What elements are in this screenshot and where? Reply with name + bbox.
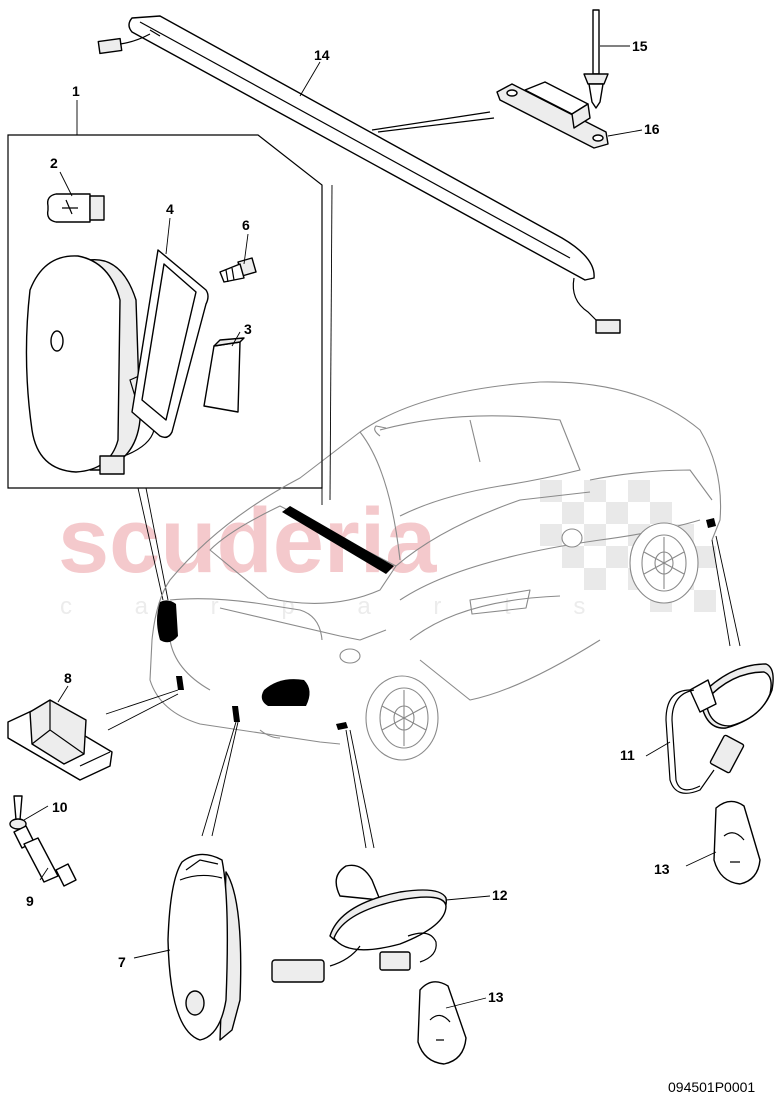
part-2-bulb [46,193,105,223]
diagram-reference-number: 094501P0001 [668,1079,755,1095]
callout-labels: 1 2 3 4 6 7 8 9 10 11 12 13 13 14 15 16 [26,38,670,1005]
part-11-side-marker [665,663,774,794]
callout-10: 10 [52,799,68,815]
callout-2: 2 [50,155,58,171]
part-4-gasket [131,249,209,439]
callout-6: 6 [242,217,250,233]
part-10-screw [9,795,27,830]
callout-15: 15 [632,38,648,54]
highlight-side-marker-rear [336,722,348,730]
part-12-side-marker [271,864,447,983]
callout-13-lower: 13 [488,989,504,1005]
callout-4: 4 [166,201,174,217]
part-16-bracket [496,81,609,149]
callout-9: 9 [26,893,34,909]
part-14-brake-light-bar [97,15,621,334]
callout-leaders [23,45,717,1009]
highlight-side-marker-front [706,518,716,528]
highlight-right-tail-lamp [261,679,310,706]
highlight-plate-lamp-left [176,676,184,690]
part-7-side-lamp [167,853,242,1041]
part-3-pad [203,337,245,413]
callout-14: 14 [314,47,330,63]
part-6-screw [219,257,257,283]
part-8-plate-lamp [7,699,113,781]
highlight-left-tail-lamp [157,600,178,643]
part-15-rivet [583,9,609,109]
callout-13-upper: 13 [654,861,670,877]
callout-3: 3 [244,321,252,337]
part-13-bulb-upper [713,800,761,885]
callout-1: 1 [72,83,80,99]
callout-16: 16 [644,121,660,137]
callout-7: 7 [118,954,126,970]
leader-lines [105,184,741,849]
callout-12: 12 [492,887,508,903]
highlight-brake-light-bar [282,506,394,574]
watermark-sub: c a r p a r t s [60,593,613,620]
callout-11: 11 [620,747,635,763]
car-outline [149,381,722,761]
highlight-plate-lamp-right [232,706,240,722]
part-13-bulb-lower [417,981,467,1065]
watermark-main: scuderia [58,490,437,592]
callout-8: 8 [64,670,72,686]
watermark: scuderia c a r p a r t s [58,480,716,620]
part-9-festoon-bulb [13,825,77,887]
tail-lamp-housing [25,255,158,475]
